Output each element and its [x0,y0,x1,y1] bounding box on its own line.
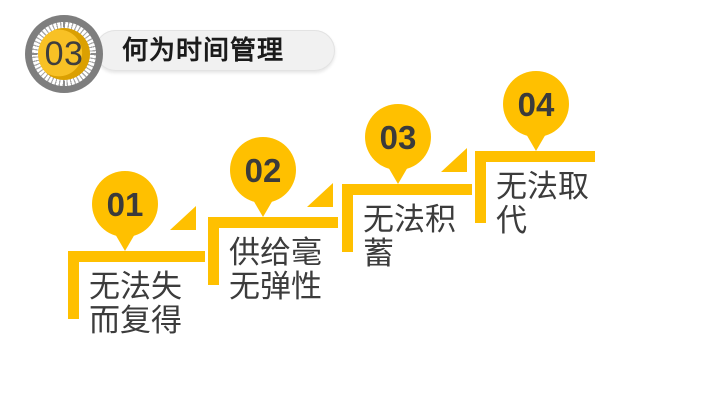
step-label-line1: 无法失 [89,269,182,304]
pin-marker-icon: 02 [230,137,296,217]
pin-marker-icon: 03 [365,104,431,184]
pin-number: 01 [106,185,144,223]
pin-circle: 01 [92,171,158,237]
section-title: 何为时间管理 [122,35,285,65]
step-label-line2: 无弹性 [229,269,322,304]
step-label-line2: 蓄 [363,236,394,271]
chapter-number: 03 [44,35,84,73]
step-label-line2: 而复得 [89,303,182,338]
chapter-clock-badge: 03 [25,15,103,93]
clock-center: 03 [38,28,90,80]
ramp-triangle-icon [170,206,196,230]
step-bar-horizontal [208,217,338,228]
pin-circle: 04 [503,71,569,137]
pin-number: 02 [244,151,282,189]
step-bar-vertical [475,151,486,223]
step-bar-vertical [68,251,79,319]
step-label: 无法取 代 [496,170,589,238]
ramp-triangle-icon [307,183,333,207]
section-title-banner: 何为时间管理 [95,30,335,71]
step-label: 无法积 蓄 [363,203,456,271]
pin-number: 04 [517,85,555,123]
step-label-line1: 供给毫 [229,235,322,270]
pin-number: 03 [379,118,417,156]
pin-tail [111,227,139,251]
pin-marker-icon: 01 [92,171,158,251]
pin-circle: 03 [365,104,431,170]
step-label-line2: 代 [496,203,527,238]
pin-tail [522,127,550,151]
pin-circle: 02 [230,137,296,203]
step-bar-vertical [342,184,353,252]
pin-marker-icon: 04 [503,71,569,151]
step-label: 无法失 而复得 [89,270,182,338]
pin-tail [249,193,277,217]
ramp-triangle-icon [441,148,467,172]
step-bar-horizontal [475,151,595,162]
step-label-line1: 无法积 [363,202,456,237]
step-label: 供给毫 无弹性 [229,236,322,304]
pin-tail [384,160,412,184]
step-label-line1: 无法取 [496,169,589,204]
step-bar-vertical [208,217,219,285]
step-bar-horizontal [342,184,472,195]
step-bar-horizontal [68,251,205,262]
